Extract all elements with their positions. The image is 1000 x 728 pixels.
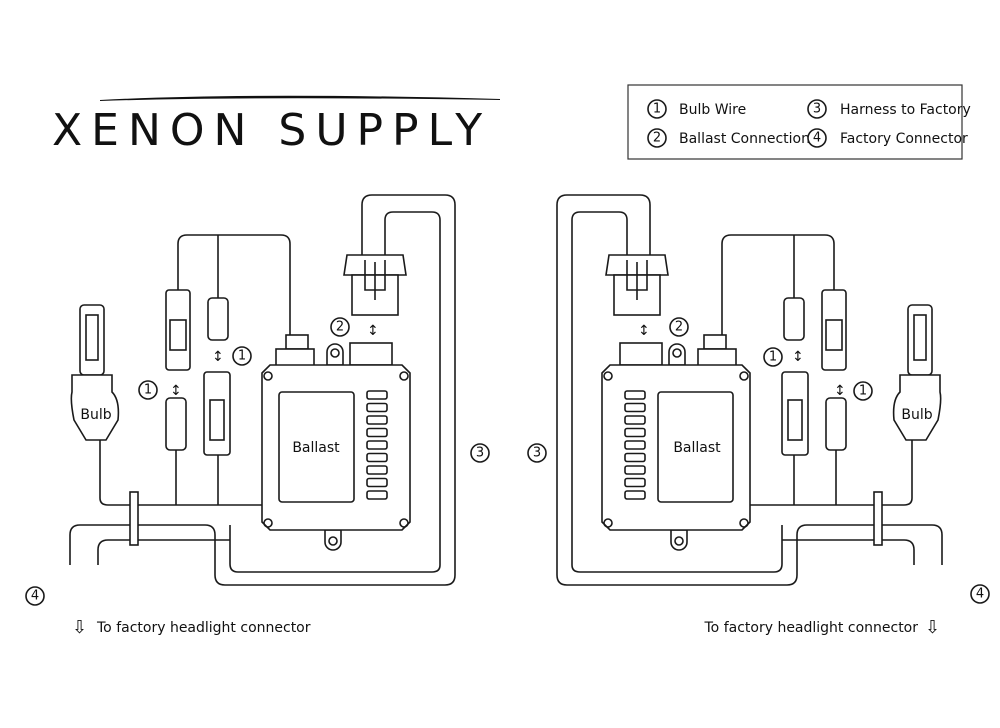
callout-number: 2	[675, 320, 683, 335]
callout-number: 1	[769, 350, 777, 365]
callout-circle	[527, 443, 547, 463]
callout-number: 1	[859, 384, 867, 399]
svg-text:4: 4	[813, 131, 821, 146]
factory-note-left: To factory headlight connector	[96, 620, 311, 636]
svg-text:1: 1	[653, 102, 661, 117]
svg-text:Ballast Connection: Ballast Connection	[679, 131, 810, 147]
svg-text:Bulb Wire: Bulb Wire	[679, 102, 746, 118]
bulb-label-left: Bulb	[80, 407, 111, 423]
callouts: 1 1 2 3 4 1 1 2 3 4	[25, 317, 990, 606]
svg-text:Factory Connector: Factory Connector	[840, 131, 968, 147]
svg-text:2: 2	[653, 131, 661, 146]
callout-number: 2	[336, 320, 344, 335]
arrow-updown-icon: ↕	[170, 383, 182, 399]
ballast-label-right: Ballast	[673, 440, 721, 456]
legend: 1 Bulb Wire 2 Ballast Connection 3 Harne…	[627, 84, 971, 160]
svg-text:3: 3	[813, 102, 821, 117]
callout-circle	[470, 443, 490, 463]
svg-text:Harness to Factory: Harness to Factory	[840, 102, 971, 118]
callout-circle	[763, 347, 783, 367]
arrow-updown-icon: ↕	[212, 349, 224, 365]
ballast-label-left: Ballast	[292, 440, 340, 456]
arrow-updown-icon: ↕	[367, 323, 379, 339]
callout-circle	[669, 317, 689, 337]
callout-number: 3	[476, 446, 484, 461]
callout-number: 3	[533, 446, 541, 461]
right-wiring	[556, 194, 943, 586]
callout-circle	[232, 346, 252, 366]
callout-number: 4	[976, 587, 984, 602]
callout-number: 4	[31, 589, 39, 604]
callout-circle	[138, 380, 158, 400]
arrow-updown-icon: ↕	[792, 349, 804, 365]
left-wiring	[69, 194, 456, 586]
callout-number: 1	[144, 383, 152, 398]
bulb-label-right: Bulb	[901, 407, 932, 423]
factory-note-right: To factory headlight connector	[704, 620, 919, 636]
arrow-down-icon: ⇩	[72, 617, 87, 638]
logo: XENON SUPPLY	[52, 105, 491, 156]
callout-circle	[330, 317, 350, 337]
arrow-updown-icon: ↕	[638, 323, 650, 339]
callout-circle	[25, 586, 45, 606]
callout-circle	[853, 381, 873, 401]
callout-number: 1	[238, 349, 246, 364]
callout-circle	[970, 584, 990, 604]
arrow-updown-icon: ↕	[834, 383, 846, 399]
arrow-down-icon: ⇩	[925, 617, 940, 638]
logo-swoosh	[100, 95, 500, 101]
